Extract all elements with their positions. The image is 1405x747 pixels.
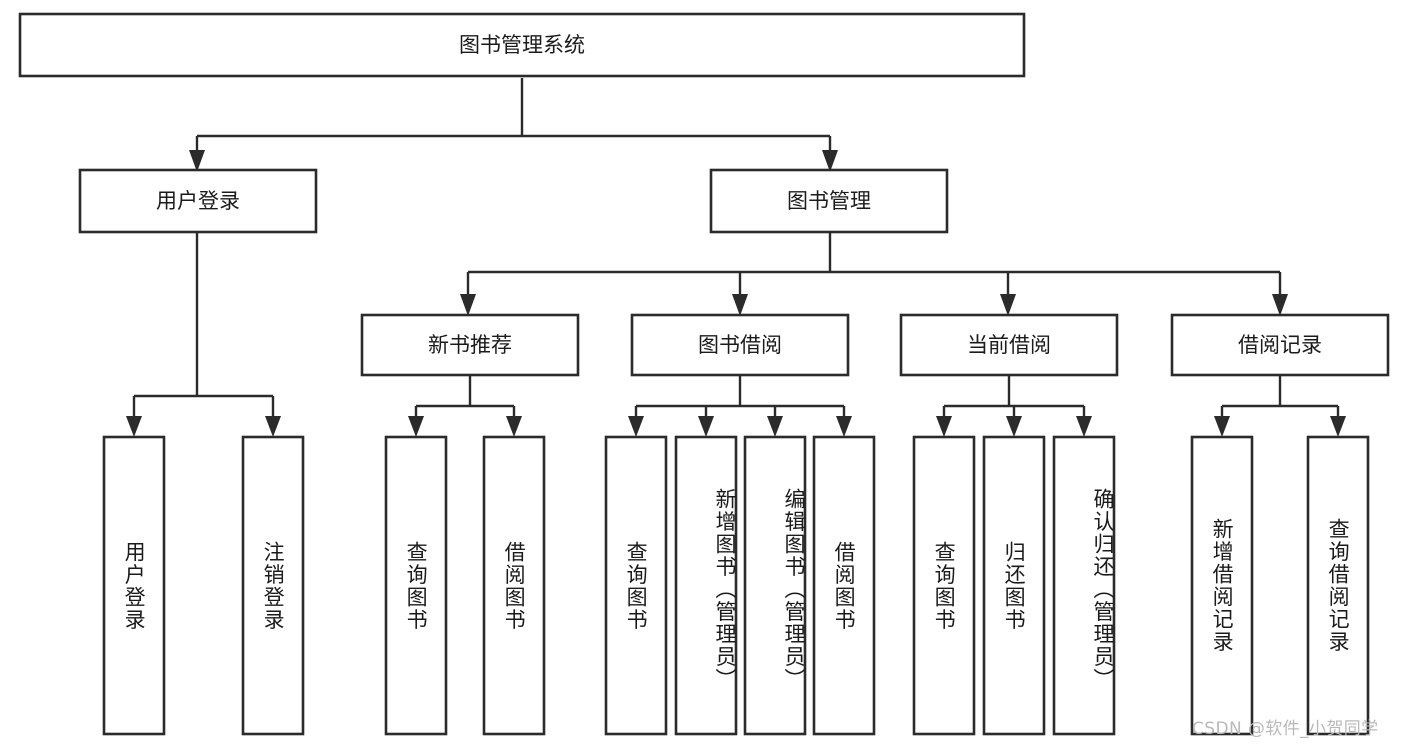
connector-group-user-login-leaves	[126, 232, 281, 437]
node-user-login[interactable]	[78, 168, 318, 234]
leaf-book-borrow-2[interactable]	[674, 435, 738, 736]
node-book-borrow-label: 图书借阅	[698, 333, 782, 357]
leaf-book-borrow-4[interactable]	[812, 435, 876, 736]
arrow-head-book-manage	[822, 150, 838, 172]
arrow-head-bb-leaf-4	[836, 416, 852, 437]
arrow-head-br-leaf-1	[1214, 416, 1230, 437]
connector-group-book-borrow-leaves	[628, 375, 852, 437]
node-borrow-record[interactable]	[1170, 313, 1390, 377]
arrow-head-nb-leaf-2	[506, 416, 522, 437]
leaf-current-borrow-2[interactable]	[982, 435, 1046, 736]
node-borrow-record-label: 借阅记录	[1238, 333, 1322, 357]
node-current-borrow[interactable]	[899, 313, 1119, 377]
node-book-borrow[interactable]	[630, 313, 850, 377]
leaf-user-login-1[interactable]	[102, 435, 166, 736]
arrow-head-bb-leaf-3	[767, 416, 783, 437]
connector-group-borrow-record-leaves	[1214, 375, 1346, 437]
node-new-book-recommend-label: 新书推荐	[428, 333, 512, 357]
leaf-new-book-1[interactable]	[384, 435, 448, 736]
node-book-manage-label: 图书管理	[787, 189, 871, 213]
arrow-head-leaf-logout	[265, 416, 281, 437]
arrow-head-user-login	[189, 150, 205, 172]
leaf-book-borrow-3[interactable]	[743, 435, 807, 736]
node-current-borrow-label: 当前借阅	[967, 333, 1051, 357]
arrow-head-new-book	[460, 294, 476, 316]
node-root[interactable]	[18, 12, 1026, 78]
arrow-head-nb-leaf-1	[408, 416, 424, 437]
leaf-current-borrow-1[interactable]	[912, 435, 976, 736]
leaf-book-borrow-1[interactable]	[604, 435, 668, 736]
arrow-head-leaf-user-login	[126, 416, 142, 437]
node-root-label: 图书管理系统	[459, 33, 585, 57]
arrow-head-bb-leaf-1	[628, 416, 644, 437]
node-user-login-label: 用户登录	[156, 189, 240, 213]
leaf-borrow-record-1[interactable]	[1190, 435, 1254, 736]
connector-group-book-manage-to-level3	[460, 232, 1288, 316]
connector-group-new-book-leaves	[408, 375, 522, 437]
arrow-head-borrow-record	[1272, 294, 1288, 316]
arrow-head-br-leaf-2	[1330, 416, 1346, 437]
node-new-book-recommend[interactable]	[360, 313, 580, 377]
arrow-head-current-borrow	[1000, 294, 1016, 316]
leaf-new-book-2[interactable]	[482, 435, 546, 736]
node-book-manage[interactable]	[709, 168, 949, 234]
leaf-user-login-2[interactable]	[241, 435, 305, 736]
arrow-head-book-borrow	[732, 294, 748, 316]
connector-group-current-borrow-leaves	[936, 375, 1092, 437]
arrow-head-bb-leaf-2	[698, 416, 714, 437]
arrow-head-cb-leaf-2	[1006, 416, 1022, 437]
leaf-borrow-record-2[interactable]	[1306, 435, 1370, 736]
connector-group-root-to-level2	[189, 78, 838, 172]
arrow-head-cb-leaf-3	[1076, 416, 1092, 437]
leaf-current-borrow-3[interactable]	[1052, 435, 1116, 736]
arrow-head-cb-leaf-1	[936, 416, 952, 437]
csdn-watermark: CSDN @软件_小贺同学	[1192, 719, 1379, 739]
